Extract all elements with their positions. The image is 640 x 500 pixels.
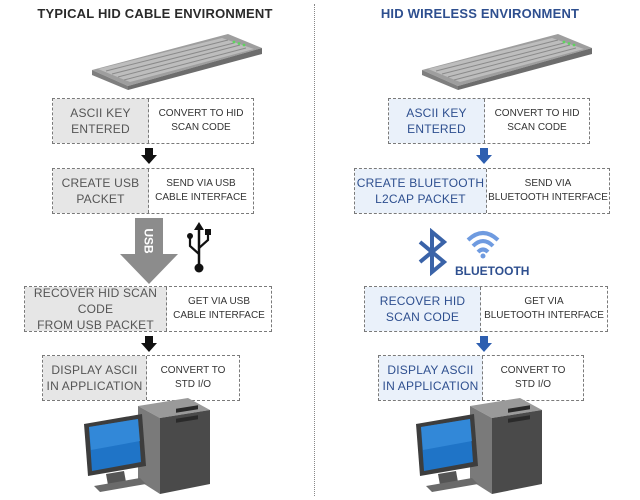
left-step-4: DISPLAY ASCII IN APPLICATION CONVERT TO …	[42, 355, 240, 401]
column-divider	[314, 4, 315, 496]
left-step-3: RECOVER HID SCAN CODE FROM USB PACKET GE…	[24, 286, 272, 332]
right-step-1-detail: CONVERT TO HID SCAN CODE	[494, 108, 580, 133]
usb-transfer-arrow	[120, 218, 178, 284]
right-step-4-action: DISPLAY ASCII IN APPLICATION	[379, 356, 483, 400]
keyboard-icon	[422, 34, 592, 90]
right-step-2: CREATE BLUETOOTH L2CAP PACKET SEND VIA B…	[354, 168, 610, 214]
down-arrow-icon	[141, 148, 157, 164]
down-arrow-icon	[476, 148, 492, 164]
left-step-3-detail: GET VIA USB CABLE INTERFACE	[173, 296, 265, 321]
left-step-4-action: DISPLAY ASCII IN APPLICATION	[43, 356, 147, 400]
left-column-title: TYPICAL HID CABLE ENVIRONMENT	[37, 6, 273, 21]
right-step-3-action: RECOVER HID SCAN CODE	[365, 287, 481, 331]
usb-arrow-label: USB	[142, 228, 156, 254]
usb-symbol-icon	[187, 222, 211, 273]
left-step-2: CREATE USB PACKET SEND VIA USB CABLE INT…	[52, 168, 254, 214]
left-step-1-detail: CONVERT TO HID SCAN CODE	[158, 108, 244, 133]
down-arrow-icon	[476, 336, 492, 352]
wireless-signal-icon	[466, 231, 500, 259]
right-step-2-detail: SEND VIA BLUETOOTH INTERFACE	[488, 178, 608, 203]
right-step-1-action: ASCII KEY ENTERED	[389, 99, 485, 143]
right-step-4: DISPLAY ASCII IN APPLICATION CONVERT TO …	[378, 355, 584, 401]
keyboard-icon	[92, 34, 262, 90]
left-step-2-action: CREATE USB PACKET	[53, 169, 149, 213]
left-step-4-detail: CONVERT TO STD I/O	[160, 365, 226, 390]
left-step-1-action: ASCII KEY ENTERED	[53, 99, 149, 143]
right-step-1: ASCII KEY ENTERED CONVERT TO HID SCAN CO…	[388, 98, 590, 144]
left-step-2-detail: SEND VIA USB CABLE INTERFACE	[155, 178, 247, 203]
right-step-3: RECOVER HID SCAN CODE GET VIA BLUETOOTH …	[364, 286, 608, 332]
usb-arrow-label-wrap: USB	[136, 226, 162, 256]
right-step-2-action: CREATE BLUETOOTH L2CAP PACKET	[355, 169, 487, 213]
right-step-3-detail: GET VIA BLUETOOTH INTERFACE	[484, 296, 604, 321]
bluetooth-icon	[418, 228, 448, 276]
computer-icon	[84, 398, 210, 494]
right-column-title: HID WIRELESS ENVIRONMENT	[380, 6, 580, 21]
left-step-3-action: RECOVER HID SCAN CODE FROM USB PACKET	[25, 286, 167, 332]
right-step-4-detail: CONVERT TO STD I/O	[500, 365, 566, 390]
bluetooth-label: BLUETOOTH	[455, 264, 530, 278]
computer-icon	[416, 398, 542, 494]
down-arrow-icon	[141, 336, 157, 352]
left-step-1: ASCII KEY ENTERED CONVERT TO HID SCAN CO…	[52, 98, 254, 144]
